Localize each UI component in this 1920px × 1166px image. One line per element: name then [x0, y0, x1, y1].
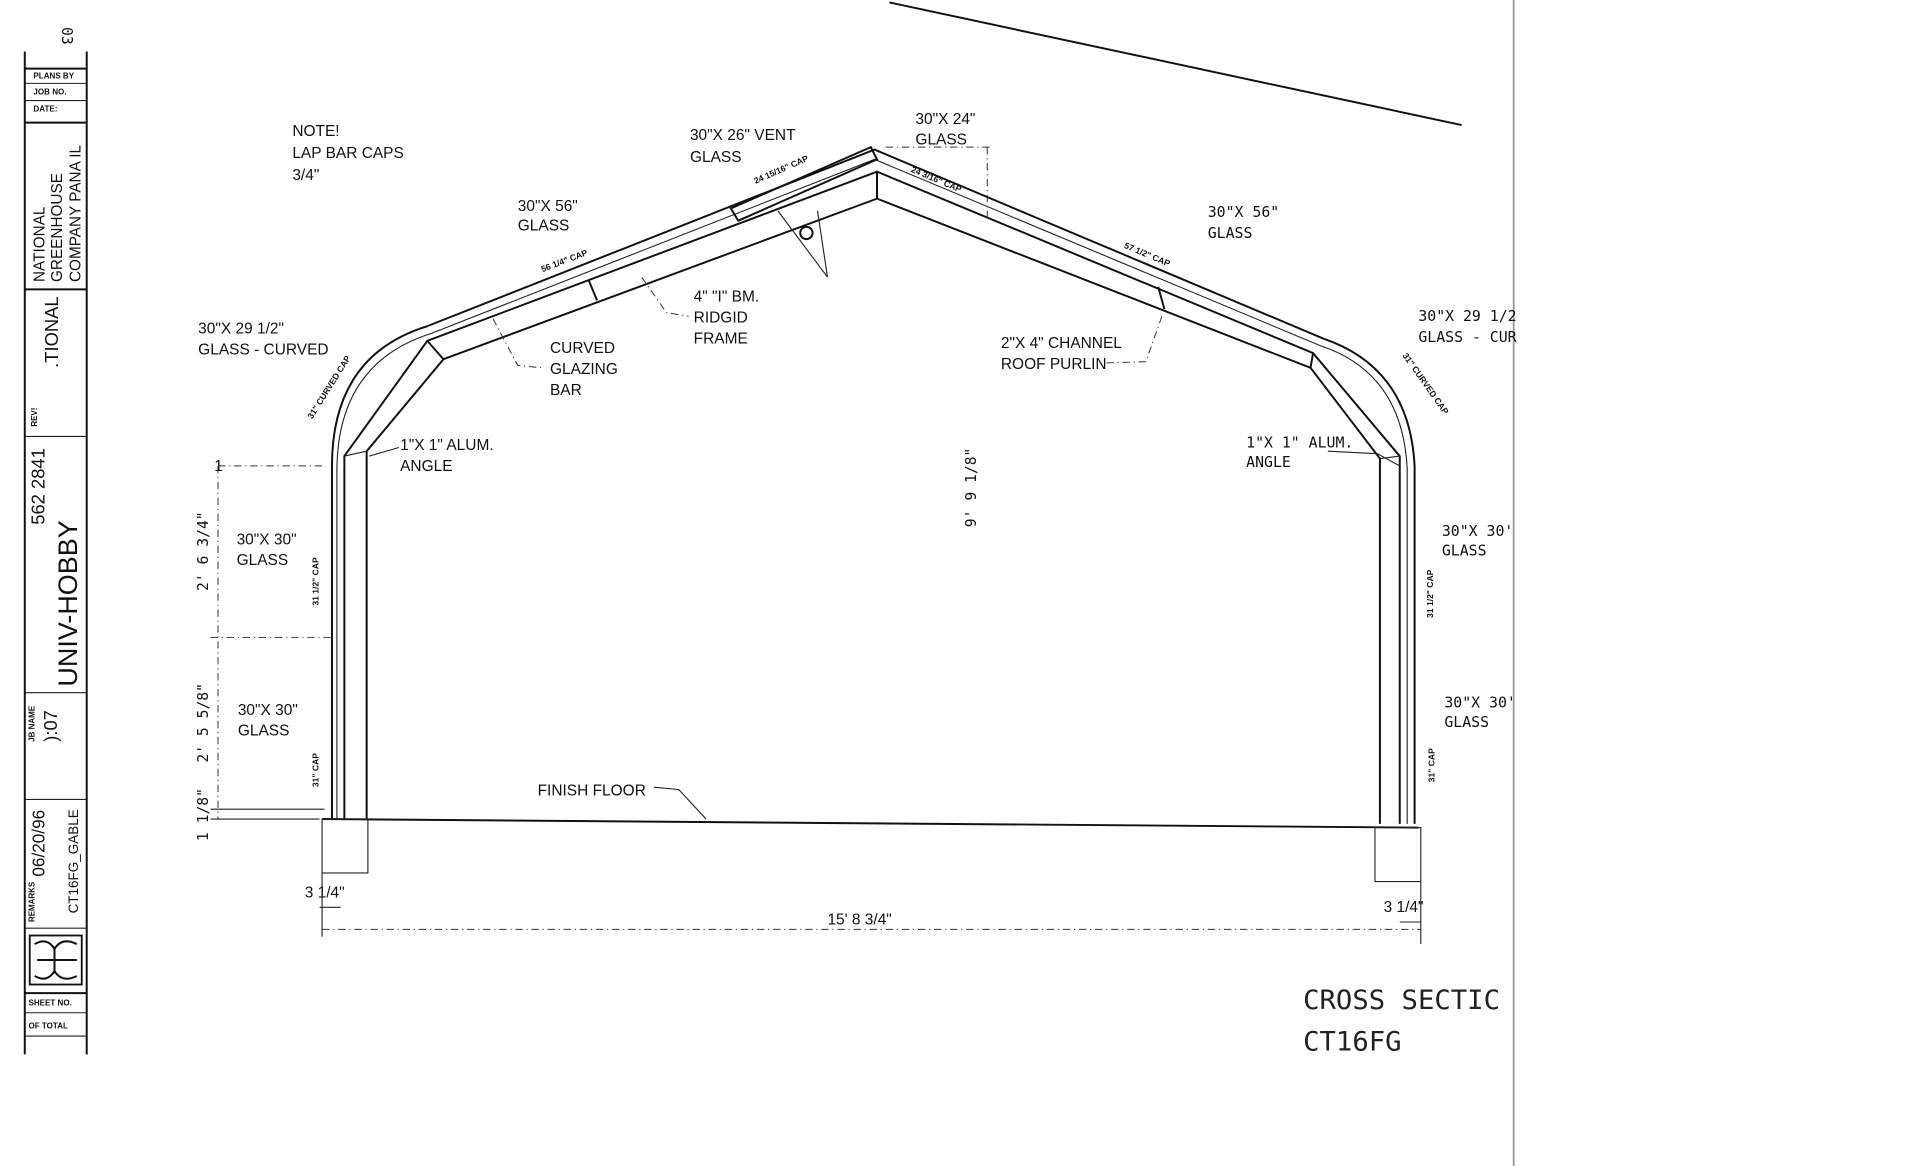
angle-left-label-2: ANGLE [400, 458, 452, 475]
cap-roof-left: 56 1/4" CAP [540, 247, 589, 274]
date-label: DATE: [33, 105, 57, 114]
wall-right-upper-glass-1: 30"X 30' [1442, 523, 1513, 540]
wall-left-lower-glass-1: 30"X 30" [238, 702, 298, 719]
stray-scan-line [889, 1, 1462, 127]
glazing-bar-label-2: GLAZING [550, 361, 618, 378]
wall-left-lower-glass-2: GLASS [238, 723, 290, 740]
company-line-2: GREENHOUSE [49, 173, 66, 282]
roof-right-glass-1: 30"X 56" [1208, 204, 1279, 221]
note-line-3: 3/4" [292, 167, 319, 184]
dim-wall-upper: 2' 6 3/4" [195, 511, 212, 591]
finish-floor-label: FINISH FLOOR [538, 783, 646, 800]
curve-right-glass-1: 30"X 29 1/2 [1418, 308, 1516, 325]
purlin-label-1: 2"X 4" CHANNEL [1001, 335, 1122, 352]
cap-wall-right-upper: 31 1/2" CAP [1425, 569, 1435, 618]
cap-curve-left: 31" CURVED CAP [305, 353, 352, 420]
wall-right-lower-glass-1: 30"X 30' [1444, 695, 1515, 712]
remarks-value: CT16FG_GABLE [66, 809, 81, 913]
roof-vent [729, 145, 879, 278]
roof-left-glass-1: 30"X 56" [518, 198, 578, 215]
footing-right [1374, 827, 1422, 883]
ridge-glass-label-2: GLASS [915, 132, 967, 149]
company-line-3: COMPANY PANA IL [67, 145, 84, 282]
finish-floor-line [322, 818, 1419, 829]
cap-wall-left-upper: 31 1/2" CAP [310, 557, 320, 606]
company-logo [28, 934, 83, 986]
cap-curve-right: 31" CURVED CAP [1401, 351, 1451, 416]
curve-right-glass-2: GLASS - CUR [1418, 329, 1516, 346]
glazing-bar-label-3: BAR [550, 382, 582, 399]
roof-left-glass-2: GLASS [518, 218, 570, 235]
wall-right-upper-glass-2: GLASS [1442, 542, 1487, 559]
footing-left [321, 818, 369, 874]
note-line-1: NOTE! [292, 123, 339, 140]
wall-left-upper-glass-1: 30"X 30" [237, 531, 297, 548]
purlin-label-2: ROOF PURLIN [1001, 356, 1107, 373]
sheet-top-number: 03 [58, 27, 75, 45]
cap-wall-left-lower: 31" CAP [310, 753, 320, 787]
job-name-value: ):07 [40, 710, 61, 742]
company-partial: .TIONAL [41, 296, 62, 367]
plans-by-label: PLANS BY [33, 72, 74, 81]
wall-left-upper-glass-2: GLASS [237, 552, 289, 569]
annotations: NOTE! LAP BAR CAPS 3/4" 30"X 26" VENT GL… [195, 111, 1517, 929]
dim-mark-1: 1 [214, 458, 223, 475]
ridge-glass-label-1: 30"X 24" [915, 111, 975, 128]
job-name-label: JB NAME [28, 705, 37, 741]
dim-footing-left: 3 1/4" [305, 885, 345, 902]
cap-vent: 24 15/16" CAP [752, 153, 810, 186]
dim-footing-right: 3 1/4" [1384, 899, 1424, 916]
project-name: UNIV-HOBBY [52, 520, 83, 686]
company-line-1: NATIONAL [32, 206, 49, 282]
remarks-label: REMARKS [28, 881, 37, 922]
curve-left-glass-1: 30"X 29 1/2" [198, 321, 284, 338]
of-total-label: OF TOTAL [28, 1022, 68, 1031]
wall-right-lower-glass-2: GLASS [1444, 714, 1489, 731]
angle-right-label-2: ANGLE [1246, 454, 1291, 471]
note-line-2: LAP BAR CAPS [292, 145, 403, 162]
dim-width: 15' 8 3/4" [827, 912, 891, 929]
sheet-title: CROSS SECTIC [1303, 985, 1500, 1016]
date-value: 06/20/96 [29, 810, 49, 877]
beam-label-1: 4" "I" BM. [694, 289, 759, 306]
glazing-bar-label-1: CURVED [550, 340, 615, 357]
dimension-lines [210, 465, 1422, 945]
roof-right-glass-2: GLASS [1208, 225, 1253, 242]
dim-height-total: 9' 9 1/8" [963, 448, 980, 528]
phone-number: 562 2841 [28, 448, 49, 525]
dim-wall-lower: 2' 5 5/8" [195, 683, 212, 763]
curve-left-glass-2: GLASS - CURVED [198, 341, 328, 358]
vent-glass-label-1: 30"X 26" VENT [690, 127, 796, 144]
dim-base: 1 1/8" [195, 788, 212, 841]
vent-glass-label-2: GLASS [690, 149, 742, 166]
angle-right-label-1: 1"X 1" ALUM. [1246, 435, 1353, 452]
cap-ridge-right: 24 3/16" CAP [910, 164, 964, 194]
greenhouse-frame [321, 145, 1422, 883]
beam-label-3: FRAME [694, 330, 748, 347]
cap-wall-right-lower: 31" CAP [1426, 748, 1436, 782]
job-no-label: JOB NO. [33, 87, 66, 96]
beam-label-2: RIDGID [694, 310, 748, 327]
angle-left-label-1: 1"X 1" ALUM. [400, 437, 494, 454]
sheet-model: CT16FG [1303, 1027, 1401, 1058]
rev-label: REV! [30, 408, 39, 427]
title-block: 03 PLANS BY JOB NO. DATE: NATIONAL GREEN… [23, 27, 88, 1055]
sheet-no-label: SHEET NO. [28, 998, 71, 1007]
